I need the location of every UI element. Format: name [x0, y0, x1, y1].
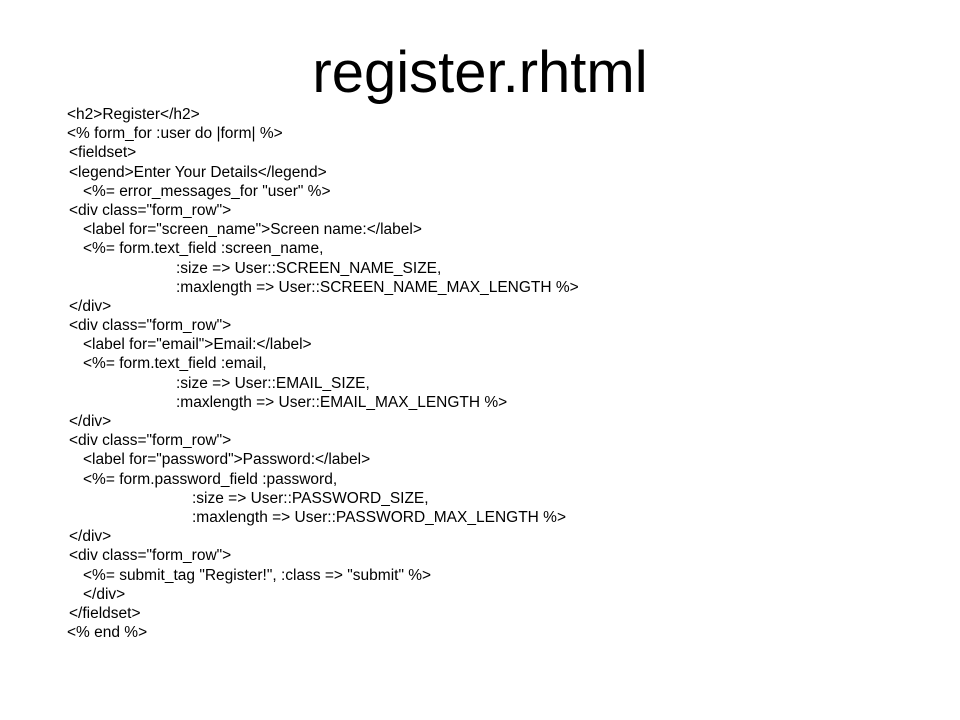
code-line-text: </div>: [83, 585, 126, 603]
code-line: <%= form.text_field :screen_name,: [0, 239, 960, 258]
code-line: <%= form.password_field :password,: [0, 470, 960, 489]
code-line: </div>: [0, 585, 960, 604]
code-line: <%= error_messages_for "user" %>: [0, 182, 960, 201]
code-line-text: :maxlength => User::PASSWORD_MAX_LENGTH …: [192, 508, 566, 526]
code-line-text: <div class="form_row">: [69, 547, 232, 565]
code-line-text: <% end %>: [67, 624, 148, 642]
code-line: </div>: [0, 527, 960, 546]
code-line-text: <%= form.password_field :password,: [83, 470, 338, 488]
code-line-text: :maxlength => User::EMAIL_MAX_LENGTH %>: [176, 393, 508, 411]
code-block: <h2>Register</h2> <% form_for :user do |…: [0, 105, 960, 642]
code-line: :size => User::EMAIL_SIZE,: [0, 374, 960, 393]
code-line: </div>: [0, 412, 960, 431]
code-line: <div class="form_row">: [0, 201, 960, 220]
code-line: :maxlength => User::EMAIL_MAX_LENGTH %>: [0, 393, 960, 412]
code-line: :maxlength => User::PASSWORD_MAX_LENGTH …: [0, 508, 960, 527]
code-line: <label for="screen_name">Screen name:</l…: [0, 220, 960, 239]
code-line-text: </fieldset>: [69, 604, 141, 622]
code-line-text: <%= form.text_field :email,: [83, 355, 267, 373]
code-line: :size => User::PASSWORD_SIZE,: [0, 489, 960, 508]
code-line: <%= submit_tag "Register!", :class => "s…: [0, 566, 960, 585]
code-line-text: :size => User::PASSWORD_SIZE,: [192, 489, 429, 507]
code-line-text: <label for="screen_name">Screen name:</l…: [83, 221, 422, 239]
code-line: <%= form.text_field :email,: [0, 354, 960, 373]
code-line: <div class="form_row">: [0, 316, 960, 335]
slide-title: register.rhtml: [312, 40, 648, 105]
code-line: <label for="password">Password:</label>: [0, 450, 960, 469]
code-line-text: <h2>Register</h2>: [67, 106, 200, 123]
code-line: <div class="form_row">: [0, 431, 960, 450]
code-line-text: </div>: [69, 528, 112, 546]
code-line: </fieldset>: [0, 604, 960, 623]
code-line: <h2>Register</h2>: [0, 105, 960, 124]
code-line-text: <fieldset>: [69, 144, 137, 162]
code-line-text: :size => User::SCREEN_NAME_SIZE,: [176, 259, 442, 277]
code-line: :size => User::SCREEN_NAME_SIZE,: [0, 259, 960, 278]
code-line-text: <%= submit_tag "Register!", :class => "s…: [83, 566, 432, 584]
code-line: </div>: [0, 297, 960, 316]
code-line: <label for="email">Email:</label>: [0, 335, 960, 354]
code-line-text: </div>: [69, 297, 112, 315]
code-line-text: </div>: [69, 413, 112, 430]
code-line: <% end %>: [0, 623, 960, 642]
code-line-text: <%= form.text_field :screen_name,: [83, 240, 324, 258]
code-line-text: <div class="form_row">: [69, 201, 232, 219]
code-line-text: <label for="password">Password:</label>: [83, 451, 371, 469]
code-line-text: <% form_for :user do |form| %>: [67, 125, 283, 143]
code-line-text: :maxlength => User::SCREEN_NAME_MAX_LENG…: [176, 278, 579, 296]
code-line-text: <%= error_messages_for "user" %>: [83, 182, 331, 200]
code-line: <legend>Enter Your Details</legend>: [0, 163, 960, 182]
code-line: <% form_for :user do |form| %>: [0, 124, 960, 143]
code-line-text: <div class="form_row">: [69, 317, 232, 335]
code-line: <div class="form_row">: [0, 546, 960, 565]
code-line-text: <div class="form_row">: [69, 432, 232, 450]
code-line: :maxlength => User::SCREEN_NAME_MAX_LENG…: [0, 278, 960, 297]
code-line: <fieldset>: [0, 143, 960, 162]
code-line-text: <legend>Enter Your Details</legend>: [69, 163, 327, 181]
code-line-text: <label for="email">Email:</label>: [83, 336, 312, 354]
code-line-text: :size => User::EMAIL_SIZE,: [176, 374, 370, 392]
